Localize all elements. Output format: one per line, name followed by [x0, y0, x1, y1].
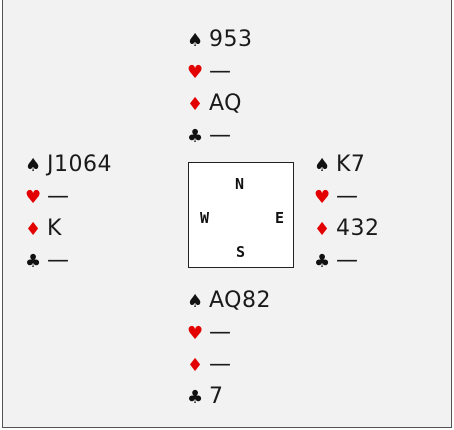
spade-icon: ♠ [314, 155, 331, 176]
spade-icon: ♠ [187, 291, 204, 312]
compass-box: N W E S [188, 162, 294, 268]
north-hearts-row: ♥— [187, 56, 253, 88]
east-hearts-row: ♥— [314, 181, 380, 213]
heart-icon: ♥ [25, 187, 42, 208]
compass-north-label: N [235, 175, 245, 193]
south-hearts: — [209, 320, 232, 345]
south-diamonds-row: ♦— [187, 349, 271, 381]
west-diamonds-row: ♦K [25, 213, 112, 245]
heart-icon: ♥ [187, 323, 204, 344]
west-clubs-row: ♣— [25, 245, 112, 277]
north-spades-row: ♠953 [187, 24, 253, 56]
north-diamonds: AQ [209, 91, 242, 116]
club-icon: ♣ [314, 251, 331, 272]
west-hand: ♠J1064 ♥— ♦K ♣— [25, 149, 112, 277]
club-icon: ♣ [25, 251, 42, 272]
east-spades: K7 [336, 152, 366, 177]
club-icon: ♣ [187, 126, 204, 147]
west-hearts: — [47, 184, 70, 209]
west-diamonds: K [47, 216, 62, 241]
heart-icon: ♥ [314, 187, 331, 208]
south-hand: ♠AQ82 ♥— ♦— ♣7 [187, 285, 271, 413]
east-clubs: — [336, 248, 359, 273]
south-spades: AQ82 [209, 288, 271, 313]
east-diamonds-row: ♦432 [314, 213, 380, 245]
compass-east-label: E [275, 209, 285, 227]
north-clubs-row: ♣— [187, 120, 253, 152]
club-icon: ♣ [187, 387, 204, 408]
east-hearts: — [336, 184, 359, 209]
south-clubs: 7 [209, 384, 224, 409]
north-spades: 953 [209, 27, 253, 52]
diamond-icon: ♦ [187, 94, 204, 115]
east-diamonds: 432 [336, 216, 380, 241]
west-spades-row: ♠J1064 [25, 149, 112, 181]
east-spades-row: ♠K7 [314, 149, 380, 181]
north-hearts: — [209, 59, 232, 84]
south-clubs-row: ♣7 [187, 381, 271, 413]
north-clubs: — [209, 123, 232, 148]
west-clubs: — [47, 248, 70, 273]
spade-icon: ♠ [187, 30, 204, 51]
east-hand: ♠K7 ♥— ♦432 ♣— [314, 149, 380, 277]
north-hand: ♠953 ♥— ♦AQ ♣— [187, 24, 253, 152]
west-spades: J1064 [47, 152, 112, 177]
south-diamonds: — [209, 352, 232, 377]
compass-west-label: W [200, 209, 210, 227]
west-hearts-row: ♥— [25, 181, 112, 213]
diamond-icon: ♦ [25, 219, 42, 240]
south-hearts-row: ♥— [187, 317, 271, 349]
spade-icon: ♠ [25, 155, 42, 176]
diamond-icon: ♦ [314, 219, 331, 240]
diamond-icon: ♦ [187, 355, 204, 376]
north-diamonds-row: ♦AQ [187, 88, 253, 120]
south-spades-row: ♠AQ82 [187, 285, 271, 317]
compass-south-label: S [236, 243, 246, 261]
east-clubs-row: ♣— [314, 245, 380, 277]
heart-icon: ♥ [187, 62, 204, 83]
